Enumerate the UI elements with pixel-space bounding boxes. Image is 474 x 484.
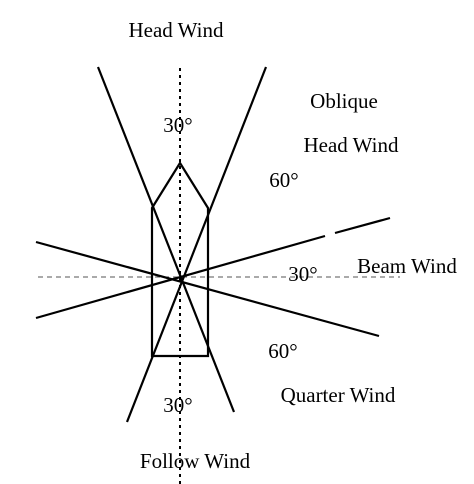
oblique-label: Oblique (310, 89, 378, 113)
beam-wind-label: Beam Wind (357, 254, 457, 278)
head-wind-sector-line-right (125, 66, 268, 423)
ship-hull (150, 160, 210, 358)
oblique-sector-line-upper (35, 234, 326, 320)
follow-wind-label: Follow Wind (140, 449, 251, 473)
angle-label-upper-60: 60° (269, 168, 298, 192)
angle-label-bottom-30: 30° (163, 393, 192, 417)
oblique-sector-line-lower (35, 240, 380, 338)
oblique-sector-line-upper-end (334, 216, 391, 235)
head-wind-label: Head Wind (129, 18, 224, 42)
angle-label-right-30: 30° (288, 262, 317, 286)
quarter-wind-label: Quarter Wind (281, 383, 396, 407)
head-wind-sector-line-left (96, 66, 236, 413)
angle-label-top-30: 30° (163, 113, 192, 137)
oblique-head-wind-label: Head Wind (304, 133, 399, 157)
angle-label-lower-60: 60° (268, 339, 297, 363)
